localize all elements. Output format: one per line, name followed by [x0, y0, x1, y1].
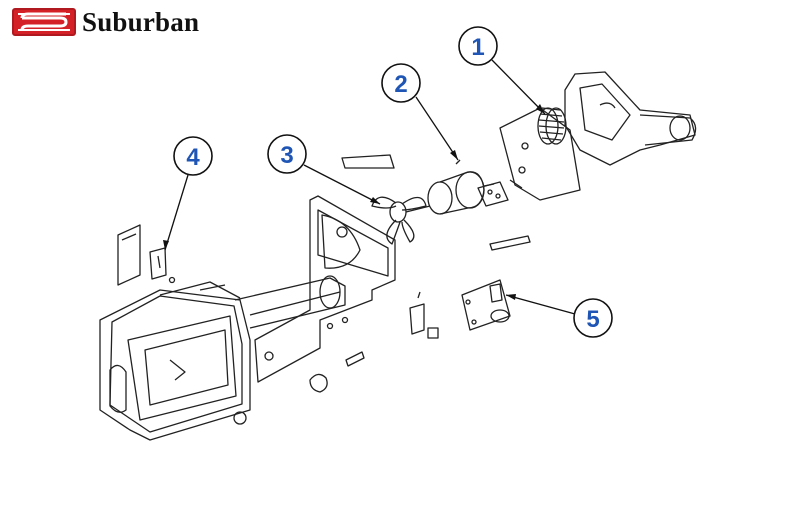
chassis-plate-drawing	[254, 195, 396, 383]
connector-drawing	[477, 181, 509, 207]
nut-drawing	[233, 411, 247, 425]
blower-housing-drawing	[499, 107, 581, 201]
callout-1: 1	[458, 26, 546, 115]
callout-2-number: 2	[394, 71, 407, 98]
callout-5: 5	[505, 294, 613, 338]
combustion-chamber-drawing	[99, 281, 251, 441]
callout-3-number: 3	[280, 142, 293, 169]
callout-4: 4	[163, 136, 213, 251]
blower-wheel-drawing	[537, 107, 567, 145]
gas-valve-drawing	[309, 373, 328, 393]
rail-drawing	[489, 235, 531, 251]
bracket-top-drawing	[341, 154, 395, 169]
burner-tube-drawing	[199, 275, 346, 329]
brand-header: Suburban	[12, 6, 199, 38]
spring-drawing	[345, 351, 365, 367]
callout-5-number: 5	[586, 306, 599, 333]
fan-blade-drawing	[371, 196, 431, 245]
outer-housing-drawing	[564, 71, 697, 166]
suburban-logo-icon	[12, 8, 76, 36]
callout-4-number: 4	[186, 144, 200, 171]
control-board-drawing	[461, 279, 511, 331]
brand-name: Suburban	[82, 6, 200, 37]
callout-3: 3	[267, 134, 381, 205]
callout-1-number: 1	[471, 34, 484, 61]
callout-2: 2	[381, 63, 459, 161]
sail-switch-drawing	[117, 224, 176, 286]
limit-switch-drawing	[409, 291, 439, 339]
